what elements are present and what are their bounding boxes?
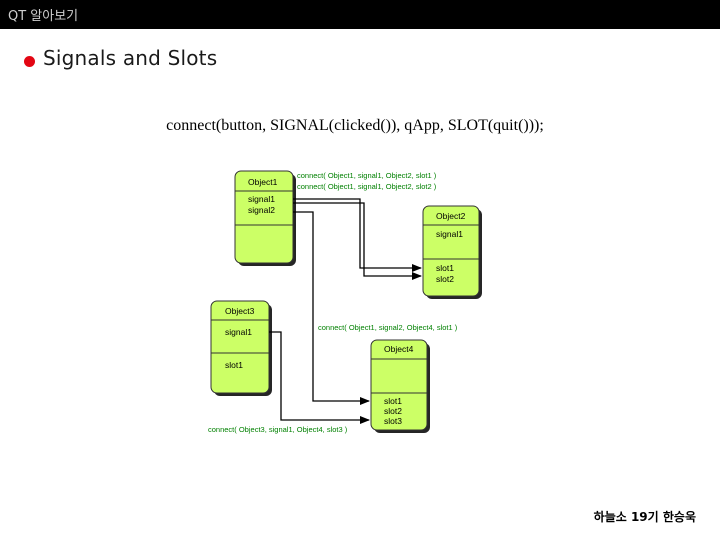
object4-slot2: slot2	[384, 406, 402, 416]
object4-slot3: slot3	[384, 416, 402, 426]
connection-arrow-obj1sig1-obj2slot2	[293, 202, 422, 280]
object2-slot2: slot2	[436, 274, 454, 284]
object2-signal1: signal1	[436, 229, 463, 239]
section-heading: Signals and Slots	[43, 46, 218, 70]
object3-signal1: signal1	[225, 327, 252, 337]
object2-slot1: slot1	[436, 263, 454, 273]
object2-box: Object2 signal1 slot1 slot2	[422, 205, 482, 299]
object4-box: Object4 slot1 slot2 slot3	[370, 339, 430, 433]
object1-title: Object1	[248, 177, 278, 187]
connection-label-3: connect( Object1, signal2, Object4, slot…	[318, 323, 458, 332]
object1-signal2: signal2	[248, 205, 275, 215]
connection-arrow-obj1sig1-obj2slot1	[293, 198, 422, 272]
connection-arrow-obj3sig1-obj4slot3	[269, 331, 370, 424]
object1-signal1: signal1	[248, 194, 275, 204]
author-credit: 하늘소 19기 한승욱	[593, 510, 696, 524]
connection-label-2: connect( Object1, signal1, Object2, slot…	[297, 182, 437, 191]
title-bar: QT 알아보기	[0, 0, 720, 29]
object3-title: Object3	[225, 306, 255, 316]
object3-box: Object3 signal1 slot1	[210, 300, 272, 396]
slide-title: QT 알아보기	[8, 9, 79, 24]
connection-label-1: connect( Object1, signal1, Object2, slot…	[297, 171, 437, 180]
object1-box: Object1 signal1 signal2	[234, 170, 296, 266]
connection-label-4: connect( Object3, signal1, Object4, slot…	[208, 425, 348, 434]
code-example: connect(button, SIGNAL(clicked()), qApp,…	[166, 117, 544, 134]
object4-title: Object4	[384, 344, 414, 354]
object4-slot1: slot1	[384, 396, 402, 406]
bullet-icon	[24, 56, 35, 67]
connection-arrow-obj1sig2-obj4slot1	[293, 211, 370, 405]
object3-slot1: slot1	[225, 360, 243, 370]
object2-title: Object2	[436, 211, 466, 221]
